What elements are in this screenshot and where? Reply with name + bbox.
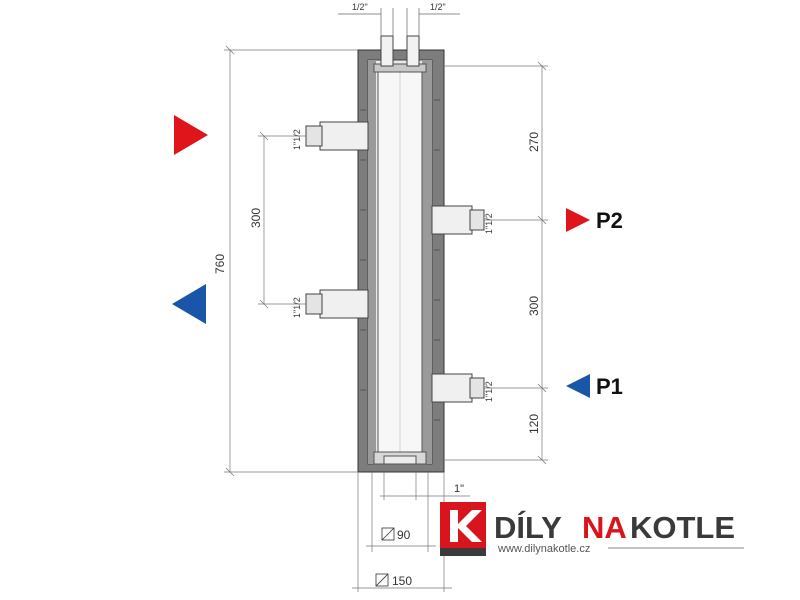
bottom-connection-size: 1": [454, 483, 464, 495]
logo-website: www.dilynakotle.cz: [497, 543, 590, 555]
bottom-drain-stub: [383, 455, 417, 465]
hot-supply-arrow: [174, 115, 208, 155]
inner-wall-right: [422, 60, 432, 464]
inner-wall-left: [368, 60, 376, 464]
dimension-left-spacing: [258, 131, 306, 309]
left-spacing-value: 300: [249, 208, 263, 228]
inner-width-value: 90: [397, 528, 411, 542]
top-left-fraction: 1/2": [352, 2, 368, 12]
total-height-value: 760: [213, 254, 227, 274]
left-port-upper-size: 1"1/2: [292, 129, 302, 150]
left-port-lower-size: 1"1/2: [292, 297, 302, 318]
diameter-150-symbol: [375, 573, 389, 587]
dimension-total-height: [224, 45, 358, 477]
top-vent-right: [406, 35, 420, 67]
p1-arrow: [566, 374, 590, 398]
logo-name-part1: DÍLY: [494, 510, 562, 545]
p2-arrow: [566, 208, 590, 232]
p2-label: P2: [596, 208, 623, 233]
outer-width-value: 150: [392, 574, 412, 588]
top-right-fraction: 1/2": [430, 2, 446, 12]
right-top-spacing-value: 270: [527, 132, 541, 152]
left-port-upper: [305, 121, 369, 151]
right-port-p1-size: 1"1/2: [484, 381, 494, 402]
right-port-p2-size: 1"1/2: [484, 213, 494, 234]
diameter-90-symbol: [381, 527, 395, 541]
top-vent-left: [380, 35, 394, 67]
brand-logo: DÍLY NA KOTLE www.dilynakotle.cz: [440, 502, 744, 556]
right-bottom-spacing-value: 120: [527, 414, 541, 434]
p1-label: P1: [596, 374, 623, 399]
cold-return-arrow: [172, 284, 206, 324]
logo-mark: [440, 502, 486, 556]
insulation-ticks: [360, 99, 440, 421]
right-middle-spacing-value: 300: [527, 296, 541, 316]
right-port-p1: [431, 373, 485, 403]
logo-name-part2: NA: [582, 510, 627, 545]
right-port-p2: [431, 205, 485, 235]
top-cap: [373, 63, 427, 73]
left-port-lower: [305, 289, 369, 319]
logo-name-part3: KOTLE: [630, 510, 735, 545]
dimension-right-chain: [440, 61, 548, 465]
